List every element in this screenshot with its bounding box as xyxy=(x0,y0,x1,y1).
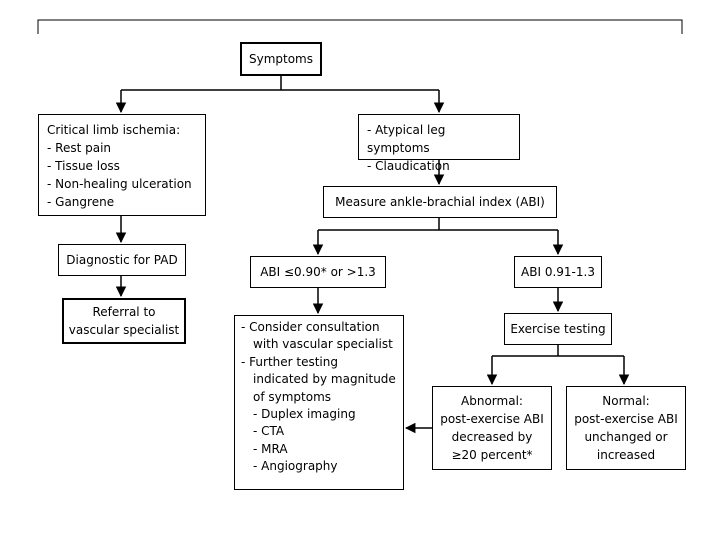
consider-line-2: with vascular specialist xyxy=(253,337,393,352)
abnormal-line: ≥20 percent* xyxy=(451,448,533,462)
normal-line: unchanged or xyxy=(584,430,668,444)
abnormal-line: post-exercise ABI xyxy=(440,412,544,426)
node-measure-abi: Measure ankle-brachial index (ABI) xyxy=(323,186,557,218)
further-line-2: indicated by magnitude xyxy=(253,372,396,387)
normal-line: post-exercise ABI xyxy=(574,412,678,426)
further-item: Further testing indicated by magnitude o… xyxy=(241,354,397,476)
critical-title: Critical limb ischemia: xyxy=(47,123,181,137)
node-atypical-symptoms: Atypical leg symptoms Claudication xyxy=(358,114,520,173)
test-item: Duplex imaging xyxy=(253,406,397,423)
node-abi-low-label: ABI ≤0.90* or >1.3 xyxy=(260,265,376,279)
further-line-3: of symptoms xyxy=(253,389,332,404)
node-abi-low: ABI ≤0.90* or >1.3 xyxy=(250,256,386,288)
consider-line-1: Consider consultation xyxy=(249,320,380,334)
node-measure-abi-label: Measure ankle-brachial index (ABI) xyxy=(335,195,545,209)
top-frame-line xyxy=(37,19,683,34)
referral-line-1: Referral to xyxy=(92,305,156,319)
node-abi-normal-label: ABI 0.91-1.3 xyxy=(521,265,595,279)
test-item: Angiography xyxy=(253,458,397,475)
critical-item: Rest pain xyxy=(47,139,197,157)
abnormal-line: Abnormal: xyxy=(461,394,523,408)
node-exercise-testing: Exercise testing xyxy=(504,313,612,345)
tests-list: Duplex imaging CTA MRA Angiography xyxy=(241,406,397,476)
critical-list: Rest pain Tissue loss Non-healing ulcera… xyxy=(47,139,197,211)
critical-item: Gangrene xyxy=(47,193,197,211)
consider-list: Consider consultation with vascular spec… xyxy=(241,319,397,476)
node-diagnostic-label: Diagnostic for PAD xyxy=(66,253,178,267)
node-critical-limb-ischemia: Critical limb ischemia: Rest pain Tissue… xyxy=(38,114,206,216)
atypical-item: Atypical leg symptoms xyxy=(367,121,511,157)
normal-line: increased xyxy=(596,448,656,462)
consider-item: Consider consultation with vascular spec… xyxy=(241,319,397,354)
node-referral: Referral to vascular specialist xyxy=(62,298,186,344)
node-normal: Normal: post-exercise ABI unchanged or i… xyxy=(566,386,686,470)
node-symptoms-label: Symptoms xyxy=(248,52,313,66)
abnormal-line: decreased by xyxy=(451,430,533,444)
test-item: MRA xyxy=(253,441,397,458)
critical-item: Non-healing ulceration xyxy=(47,175,197,193)
node-abnormal: Abnormal: post-exercise ABI decreased by… xyxy=(432,386,552,470)
critical-item: Tissue loss xyxy=(47,157,197,175)
node-diagnostic-pad: Diagnostic for PAD xyxy=(58,244,186,276)
test-item: CTA xyxy=(253,423,397,440)
node-exercise-label: Exercise testing xyxy=(510,322,606,336)
referral-line-2: vascular specialist xyxy=(68,323,180,337)
node-symptoms: Symptoms xyxy=(240,42,322,76)
atypical-list: Atypical leg symptoms Claudication xyxy=(367,121,511,175)
node-abi-normal: ABI 0.91-1.3 xyxy=(514,256,602,288)
further-line-1: Further testing xyxy=(249,354,338,369)
atypical-item: Claudication xyxy=(367,157,511,175)
normal-line: Normal: xyxy=(602,394,650,408)
node-consider-consultation: Consider consultation with vascular spec… xyxy=(234,315,404,490)
